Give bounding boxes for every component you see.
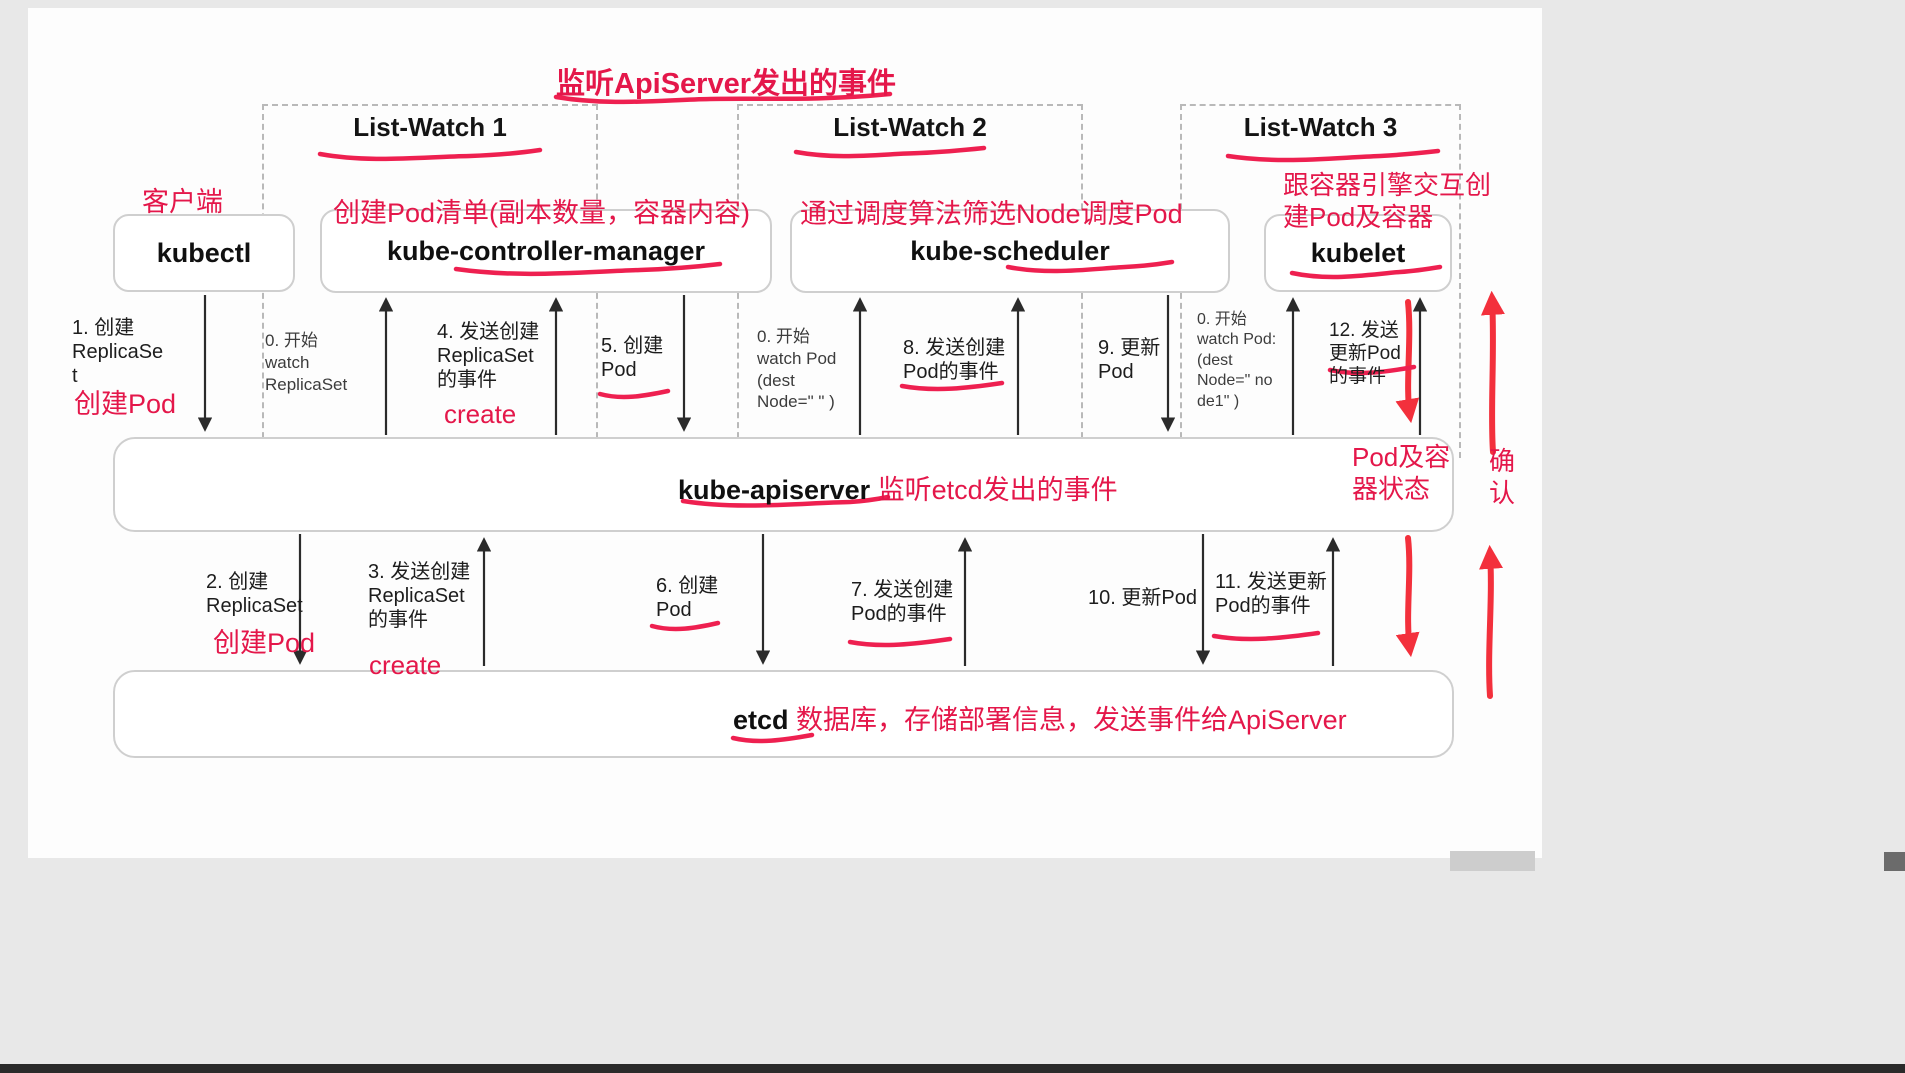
etcd-node (113, 670, 1454, 758)
kubectl-node: kubectl (113, 214, 295, 292)
controller-annotation: 创建Pod清单(副本数量，容器内容) (333, 198, 751, 228)
step-4-label: 4. 发送创建 ReplicaSet 的事件 (437, 321, 540, 391)
scheduler-annotation: 通过调度算法筛选Node调度Pod (800, 199, 1183, 229)
step-2-label: 2. 创建 ReplicaSet (206, 571, 303, 617)
step-3-red-label: create (369, 650, 442, 680)
etcd-label: etcd (733, 705, 789, 735)
apiserver-note: 监听etcd发出的事件 (877, 475, 1118, 505)
step-1-label: 1. 创建 ReplicaSe t (72, 317, 164, 387)
bottom-edge-bar (0, 1064, 1905, 1073)
apiserver-label: kube-apiserver (678, 475, 871, 505)
step-7-label: 7. 发送创建 Pod的事件 (851, 579, 954, 625)
corner-fragment (1884, 852, 1905, 871)
list-watch-1-label: List-Watch 1 (353, 112, 507, 142)
step-11-label: 11. 发送更新 Pod的事件 (1215, 571, 1327, 617)
apiserver-label-row: kube-apiserver 监听etcd发出的事件 (678, 468, 1118, 507)
step-0-watch-pod-dest-label: 0. 开始 watch Pod: (dest Node=" no de1" ) (1197, 311, 1277, 410)
step-10-label: 10. 更新Pod (1088, 587, 1197, 609)
step-5-label: 5. 创建 Pod (601, 335, 664, 381)
pod-status-label: Pod及容 器状态 (1352, 442, 1451, 504)
kubectl-annotation: 客户端 (142, 187, 223, 217)
controller-manager-node: kube-controller-manager (320, 209, 772, 293)
kubelet-annotation: 跟容器引擎交互创 建Pod及容器 (1283, 170, 1492, 232)
etcd-label-row: etcd 数据库，存储部署信息，发送事件给ApiServer (733, 698, 1347, 737)
step-0-watch-replicaset-label: 0. 开始 watch ReplicaSet (265, 331, 348, 394)
step-8-label: 8. 发送创建 Pod的事件 (903, 337, 1006, 383)
step-3-label: 3. 发送创建 ReplicaSet 的事件 (368, 561, 471, 631)
step-2-red-label: 创建Pod (213, 628, 316, 658)
scrollbar-fragment (1450, 851, 1535, 871)
etcd-note: 数据库，存储部署信息，发送事件给ApiServer (796, 705, 1347, 735)
apiserver-node (113, 437, 1454, 532)
list-watch-3-label: List-Watch 3 (1243, 112, 1398, 142)
list-watch-2-label: List-Watch 2 (833, 112, 987, 142)
step-0-watch-pod-label: 0. 开始 watch Pod (dest Node=" " ) (757, 327, 837, 412)
diagram-title: 监听ApiServer发出的事件 (556, 68, 897, 100)
step-9-label: 9. 更新 Pod (1098, 337, 1161, 383)
scheduler-node: kube-scheduler (790, 209, 1230, 293)
step-12-label: 12. 发送 更新Pod 的事件 (1329, 320, 1401, 387)
step-6-label: 6. 创建 Pod (656, 575, 719, 621)
step-4-red-label: create (444, 399, 517, 429)
step-1-red-label: 创建Pod (74, 389, 177, 419)
confirm-label: 确 认 (1489, 446, 1516, 508)
